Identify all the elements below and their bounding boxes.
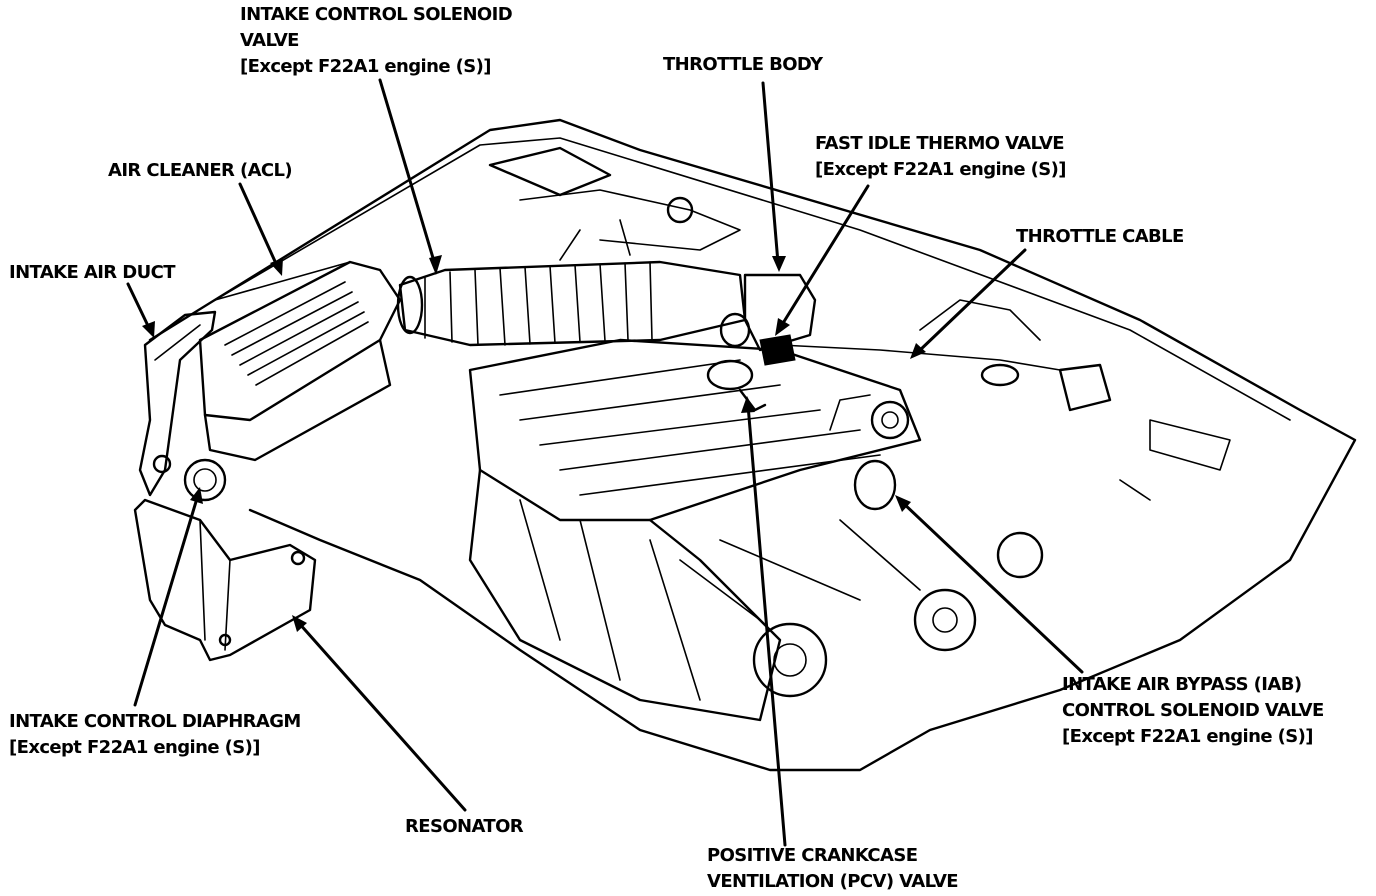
label-intake-control-diaphragm: INTAKE CONTROL DIAPHRAGM [Except F22A1 e… (9, 709, 301, 761)
label-line: [Except F22A1 engine (S)] (240, 56, 491, 77)
intake-air-duct-shape (138, 310, 217, 497)
arrow-intake-control-diaphragm (190, 487, 203, 504)
label-line: VALVE (240, 30, 299, 51)
label-resonator: RESONATOR (405, 814, 524, 840)
label-line: INTAKE CONTROL DIAPHRAGM (9, 711, 301, 732)
engine-block (468, 338, 922, 722)
label-throttle-cable: THROTTLE CABLE (1016, 224, 1184, 250)
label-pcv-valve: POSITIVE CRANKCASE VENTILATION (PCV) VAL… (707, 843, 959, 895)
arrow-resonator (292, 615, 307, 632)
label-intake-air-duct: INTAKE AIR DUCT (9, 260, 175, 286)
arrow-pcv-valve (741, 396, 755, 413)
arrow-intake-control-solenoid (429, 255, 442, 275)
label-intake-control-solenoid-valve: INTAKE CONTROL SOLENOID VALVE [Except F2… (240, 2, 513, 80)
front-accessories (679, 519, 1044, 698)
leader-pcv-valve (746, 403, 787, 847)
label-line: AIR CLEANER (ACL) (108, 160, 293, 181)
leader-throttle-body (761, 81, 780, 265)
arrow-intake-air-duct (142, 321, 155, 338)
intake-tube (396, 260, 747, 347)
label-line: VENTILATION (PCV) VALVE (707, 871, 959, 892)
right-side-components (779, 299, 1231, 511)
leader-lines (126, 78, 1084, 847)
leader-throttle-cable (916, 248, 1027, 354)
label-line: FAST IDLE THERMO VALVE (815, 133, 1065, 154)
label-line: [Except F22A1 engine (S)] (9, 737, 260, 758)
air-cleaner-housing (198, 260, 402, 462)
label-fast-idle-thermo-valve: FAST IDLE THERMO VALVE [Except F22A1 eng… (815, 131, 1066, 183)
label-line: THROTTLE CABLE (1016, 226, 1184, 247)
arrow-air-cleaner (270, 258, 283, 276)
arrow-fast-idle-thermo (775, 318, 790, 336)
fast-idle-and-pcv-cluster (706, 334, 796, 412)
arrow-iab-solenoid (895, 495, 911, 512)
arrow-throttle-body (772, 256, 786, 272)
leader-intake-control-diaphragm (133, 493, 200, 707)
leader-iab-solenoid (900, 500, 1084, 674)
leader-resonator (296, 620, 467, 812)
arrow-throttle-cable (910, 343, 926, 359)
engine-bay-outline (148, 118, 1357, 772)
label-line: RESONATOR (405, 816, 524, 837)
label-line: CONTROL SOLENOID VALVE (1062, 700, 1324, 721)
label-line: POSITIVE CRANKCASE (707, 845, 918, 866)
leader-air-cleaner (238, 182, 280, 270)
label-air-cleaner: AIR CLEANER (ACL) (108, 158, 293, 184)
leader-intake-control-solenoid (378, 78, 438, 270)
label-line: INTAKE AIR DUCT (9, 262, 175, 283)
resonator-shape (133, 498, 317, 662)
leader-fast-idle-thermo (778, 184, 870, 330)
label-line: INTAKE CONTROL SOLENOID (240, 4, 513, 25)
label-line: INTAKE AIR BYPASS (IAB) (1062, 674, 1302, 695)
label-line: [Except F22A1 engine (S)] (815, 159, 1066, 180)
intake-control-diaphragm-shape (152, 454, 227, 502)
label-throttle-body: THROTTLE BODY (663, 52, 823, 78)
label-line: THROTTLE BODY (663, 54, 823, 75)
label-line: [Except F22A1 engine (S)] (1062, 726, 1313, 747)
upper-engine-detail (488, 146, 741, 261)
leader-intake-air-duct (126, 282, 152, 332)
label-intake-air-bypass-solenoid: INTAKE AIR BYPASS (IAB) CONTROL SOLENOID… (1062, 672, 1324, 750)
